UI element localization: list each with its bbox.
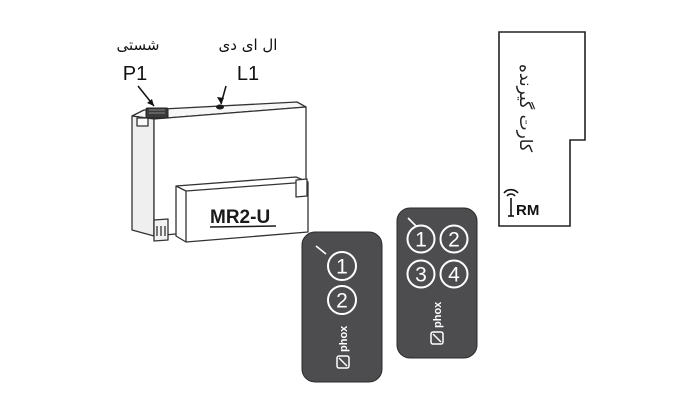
signal-icon xyxy=(503,188,519,217)
button-leader-line xyxy=(137,85,155,107)
rm-logo-text: RM xyxy=(516,202,539,219)
receiver-card-outline xyxy=(498,31,586,227)
svg-text:2: 2 xyxy=(336,290,348,313)
remote-four-button-brand: phox xyxy=(430,301,444,345)
model-name: MR2-U xyxy=(210,207,270,228)
remote-two-button-brand: phox xyxy=(336,325,350,369)
led-l1 xyxy=(216,104,224,110)
phox-logo-icon xyxy=(430,331,444,345)
remote-four-button-key-3: 3 xyxy=(406,259,436,289)
remote-four-button-key-2: 2 xyxy=(439,224,469,254)
rm-logo: RM xyxy=(503,188,539,219)
model-underline xyxy=(209,225,277,228)
svg-text:1: 1 xyxy=(336,256,348,279)
svg-text:phox: phox xyxy=(432,301,444,328)
svg-text:3: 3 xyxy=(415,264,427,287)
remote-two-button-key-1: 1 xyxy=(327,251,357,281)
phox-logo-icon xyxy=(336,355,350,369)
button-label-fa: شستی xyxy=(117,36,160,54)
led-leader-line xyxy=(217,85,227,105)
remote-four-button-key-1: 1 xyxy=(406,224,436,254)
button-label-code: P1 xyxy=(123,63,147,85)
remote-four-button-key-4: 4 xyxy=(439,259,469,289)
svg-text:4: 4 xyxy=(448,264,460,287)
svg-text:phox: phox xyxy=(338,325,350,352)
remote-two-button-key-2: 2 xyxy=(327,285,357,315)
receiver-card-label: کارت گیرنده xyxy=(515,64,536,153)
led-label-fa: ال ای دی xyxy=(219,36,278,54)
svg-text:2: 2 xyxy=(448,229,460,252)
led-label-code: L1 xyxy=(237,63,259,85)
remote-two-button: 1 2 phox xyxy=(301,231,383,383)
remote-two-button-antenna-mark xyxy=(315,245,327,255)
remote-four-button: 1 2 3 4 phox xyxy=(396,207,478,359)
push-button-p1 xyxy=(145,107,169,119)
svg-text:1: 1 xyxy=(415,229,427,252)
